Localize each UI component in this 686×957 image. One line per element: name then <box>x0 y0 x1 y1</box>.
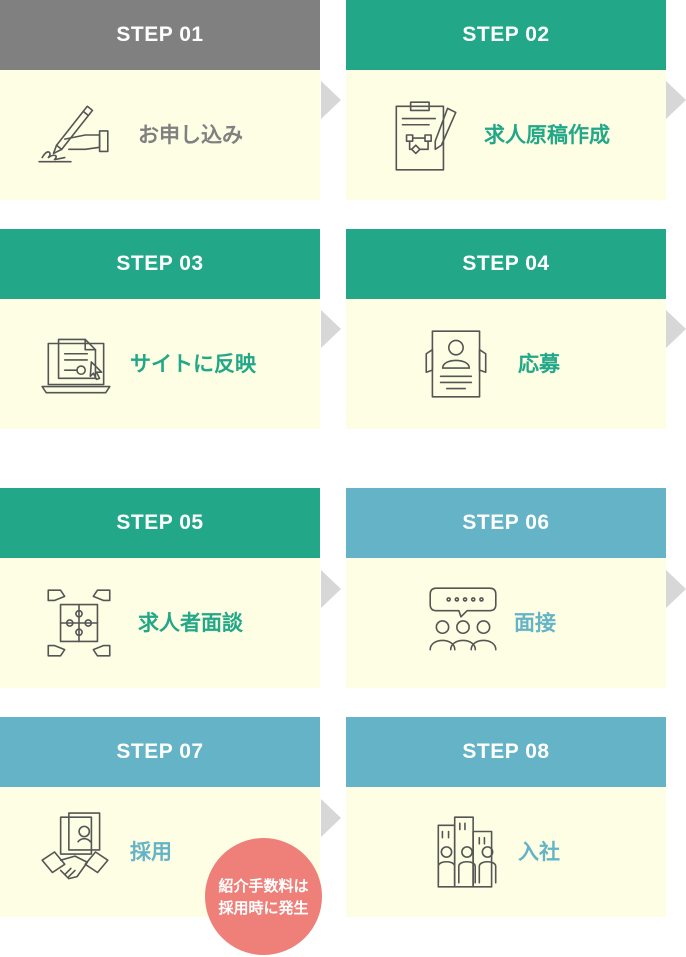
handshake-contract-icon <box>34 811 116 893</box>
step-01-header: STEP 01 <box>0 0 320 70</box>
step-02-card: STEP 02 求人原稿作成 <box>346 0 666 200</box>
step-06-card: STEP 06 面接 <box>346 488 666 688</box>
step-06-body: 面接 <box>346 558 666 688</box>
step-03-body: サイトに反映 <box>0 299 320 429</box>
step-08-label: 入社 <box>518 840 560 864</box>
fee-badge-line2: 採用時に発生 <box>218 898 309 917</box>
step-06-header: STEP 06 <box>346 488 666 558</box>
step-04-label: 応募 <box>518 352 560 376</box>
step-06-label: 面接 <box>514 611 556 635</box>
group-speech-icon <box>422 582 504 664</box>
step-07-header: STEP 07 <box>0 717 320 787</box>
flow-arrow-5 <box>321 570 341 608</box>
step-08-header: STEP 08 <box>346 717 666 787</box>
flow-arrow-6 <box>666 570 686 608</box>
step-08-body: 入社 <box>346 787 666 917</box>
step-03-header: STEP 03 <box>0 229 320 299</box>
signing-hand-icon <box>34 94 116 176</box>
step-04-header: STEP 04 <box>346 229 666 299</box>
step-04-body: 応募 <box>346 299 666 429</box>
step-02-body: 求人原稿作成 <box>346 70 666 200</box>
step-01-body: お申し込み <box>0 70 320 200</box>
puzzle-hands-icon <box>38 582 120 664</box>
step-02-header: STEP 02 <box>346 0 666 70</box>
flow-arrow-2 <box>666 81 686 119</box>
fee-badge: 紹介手数料は 採用時に発生 <box>205 838 322 955</box>
step-03-label: サイトに反映 <box>130 352 256 376</box>
clipboard-plan-icon <box>384 94 466 176</box>
step-05-header: STEP 05 <box>0 488 320 558</box>
flow-arrow-7 <box>321 799 341 837</box>
step-07-card: STEP 07 採用 <box>0 717 320 917</box>
step-03-card: STEP 03 サイトに反映 <box>0 229 320 429</box>
step-05-body: 求人者面談 <box>0 558 320 688</box>
step-07-label: 採用 <box>130 840 172 864</box>
flow-arrow-1 <box>321 81 341 119</box>
laptop-document-icon <box>36 323 118 405</box>
flow-arrow-3 <box>321 310 341 348</box>
step-04-card: STEP 04 応募 <box>346 229 666 429</box>
team-building-icon <box>426 811 508 893</box>
flow-arrow-4 <box>666 310 686 348</box>
resume-profile-icon <box>416 323 498 405</box>
step-05-label: 求人者面談 <box>138 611 243 635</box>
step-02-label: 求人原稿作成 <box>484 123 610 147</box>
step-01-card: STEP 01 お申し込み <box>0 0 320 200</box>
step-05-card: STEP 05 求人者面談 <box>0 488 320 688</box>
fee-badge-line1: 紹介手数料は <box>218 876 309 895</box>
step-01-label: お申し込み <box>138 123 243 147</box>
step-08-card: STEP 08 入社 <box>346 717 666 917</box>
